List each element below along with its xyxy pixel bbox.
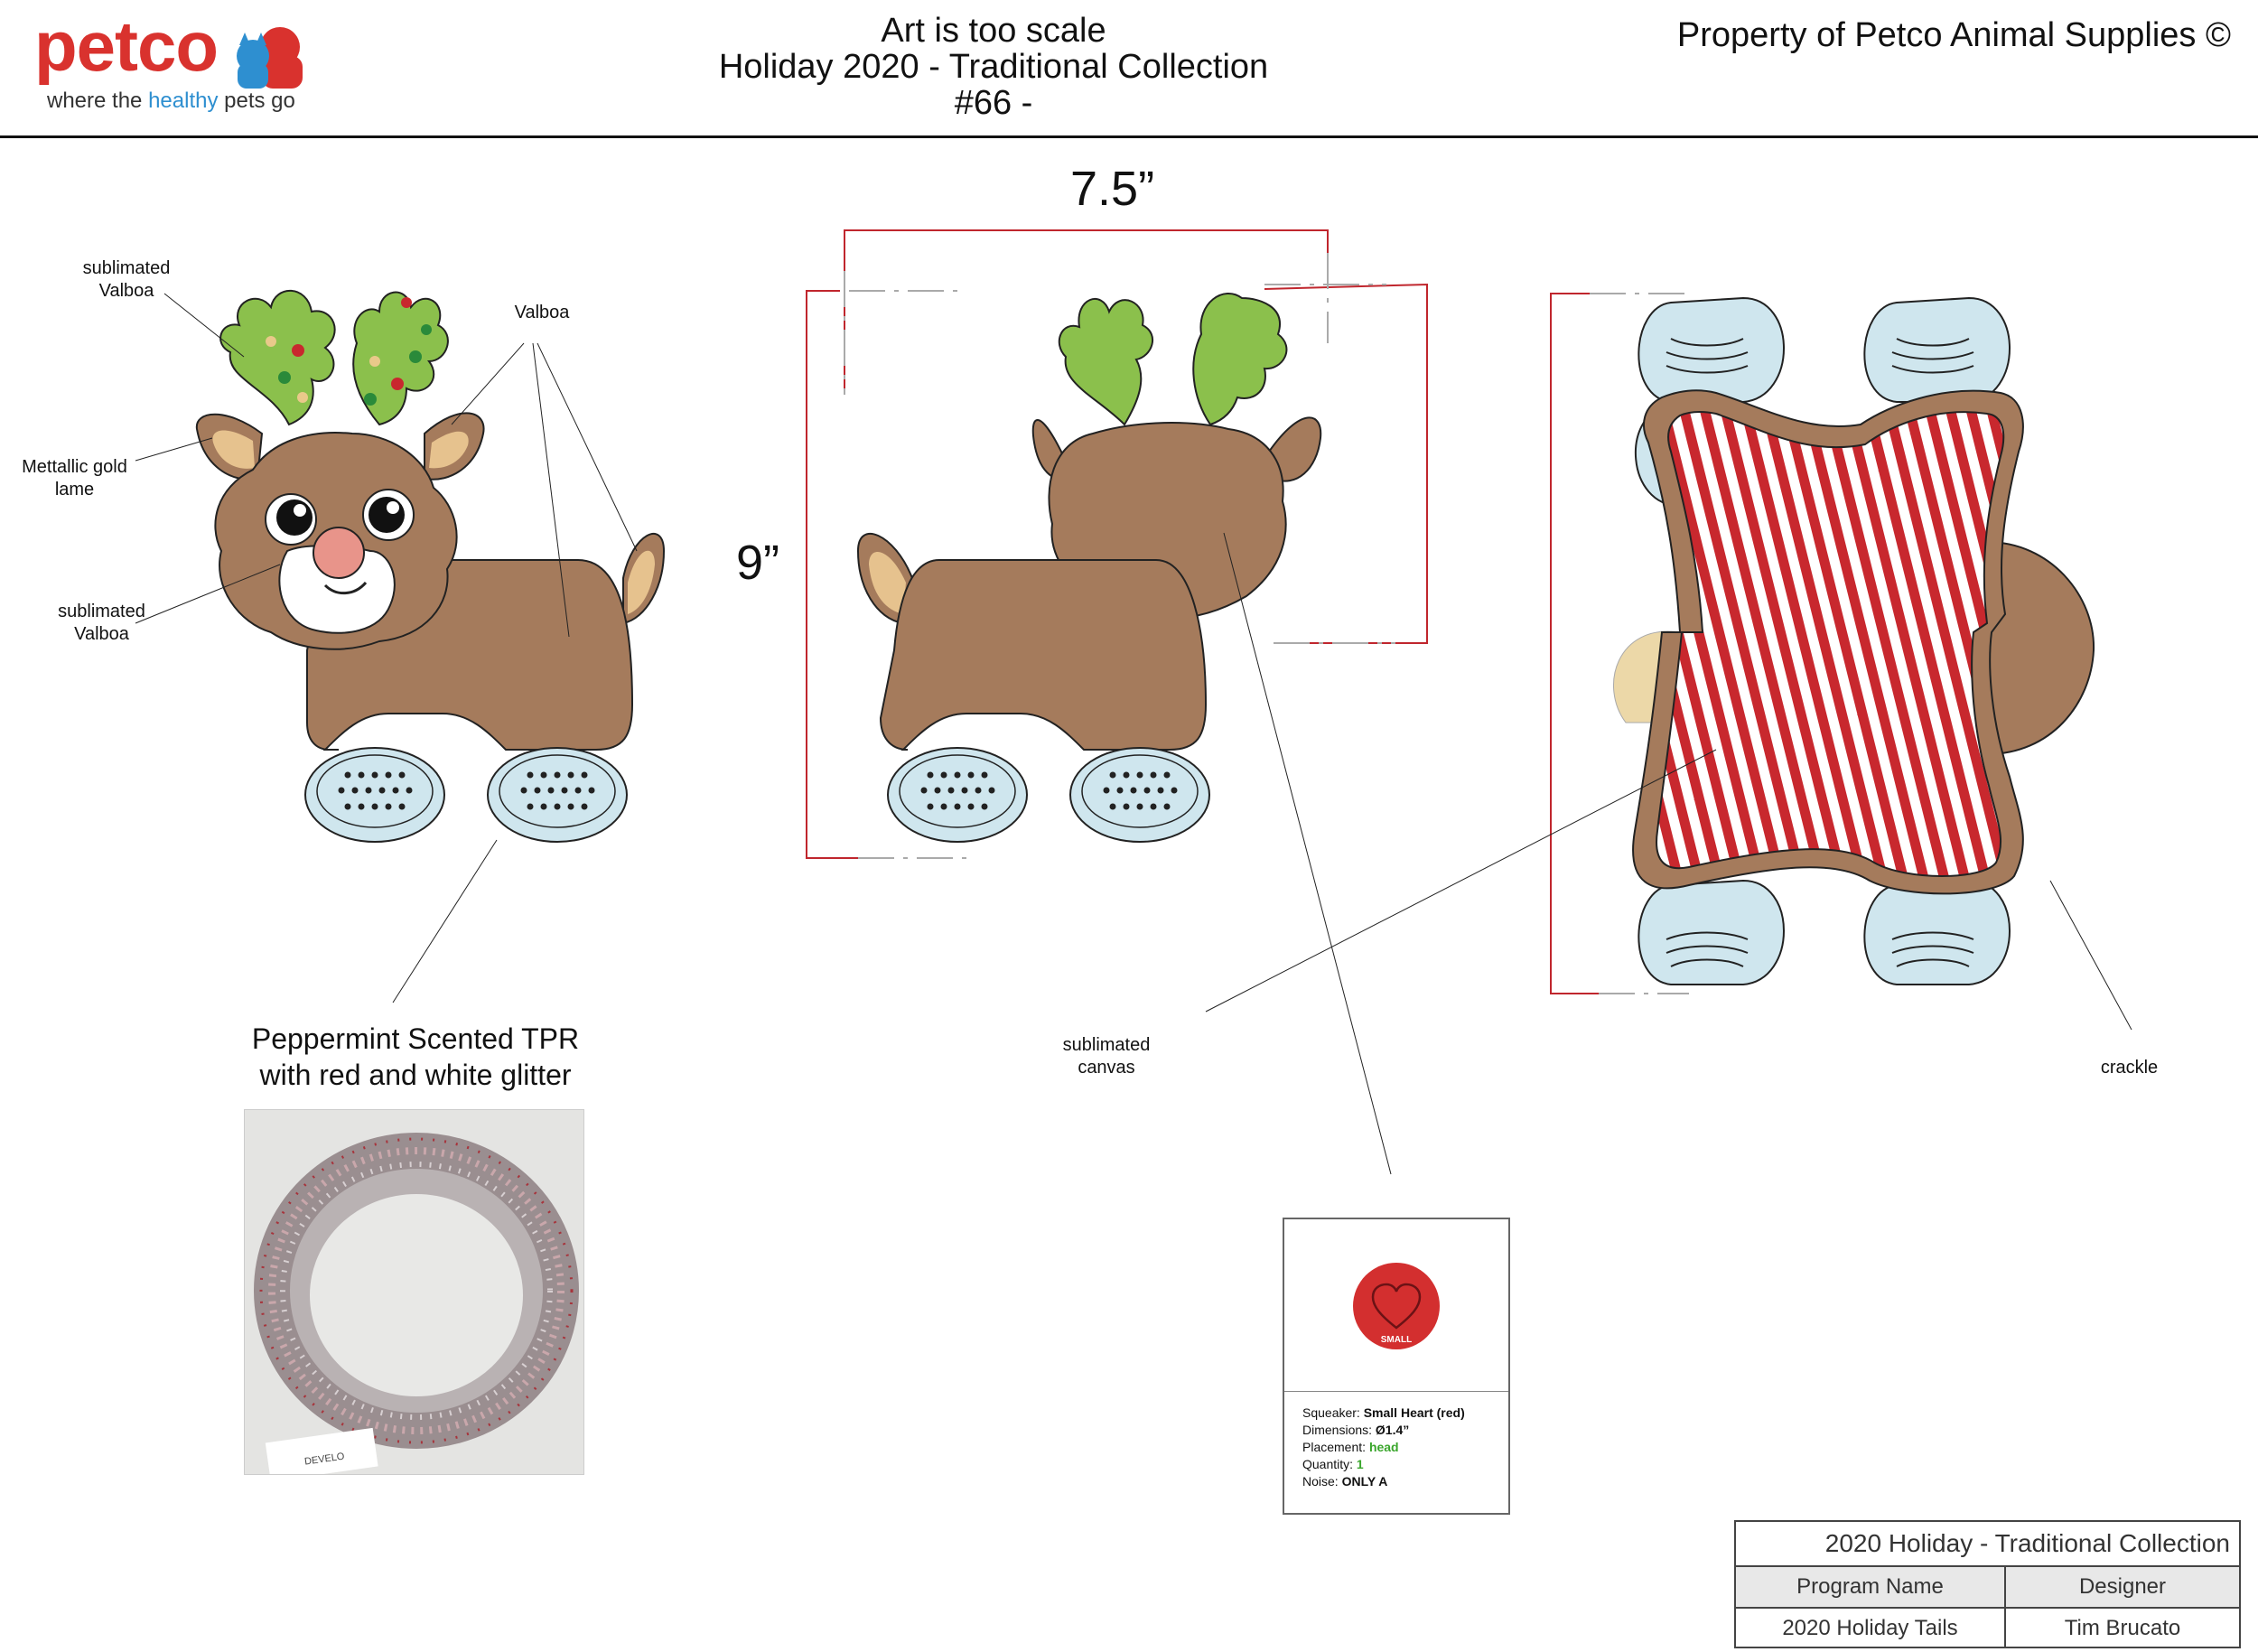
- callout-line: canvas: [1078, 1058, 1135, 1078]
- spec-noise: Noise: ONLY A: [1302, 1473, 1508, 1490]
- spec-placement: Placement: head: [1302, 1439, 1508, 1456]
- callout-crackle: crackle: [2100, 1058, 2159, 1078]
- tpr-line1: Peppermint Scented TPR: [251, 1022, 580, 1055]
- spec-value: Small Heart (red): [1363, 1405, 1465, 1420]
- petco-pets-logo-icon: [237, 27, 303, 89]
- spec-label: Dimensions:: [1302, 1423, 1373, 1437]
- front-view-reindeer: [195, 289, 666, 843]
- program-name-value: 2020 Holiday Tails: [1782, 1616, 1958, 1640]
- spec-label: Noise:: [1302, 1474, 1339, 1489]
- spec-label: Quantity:: [1302, 1457, 1354, 1471]
- callout-line: Valboa: [98, 281, 154, 301]
- front-right-paw: [487, 747, 628, 843]
- back-view-reindeer: [856, 293, 1322, 843]
- front-left-paw: [304, 747, 445, 843]
- callout-line: Mettallic gold: [22, 457, 127, 477]
- heart-icon: SMALL: [1371, 1283, 1422, 1345]
- spec-value: ONLY A: [1341, 1474, 1388, 1489]
- header-title: Art is too scale Holiday 2020 - Traditio…: [632, 13, 1355, 121]
- dimension-brackets: [806, 229, 1689, 994]
- tagline-pre: where the: [47, 89, 143, 113]
- front-callout-lines: [135, 293, 638, 1003]
- callout-metallic-gold-lame: Mettallic gold lame: [9, 456, 140, 501]
- squeaker-spec-card: SMALL Squeaker: Small Heart (red) Dimens…: [1283, 1218, 1510, 1515]
- petco-tagline: where the healthy pets go: [47, 89, 295, 114]
- petco-logo-wordmark: petco: [34, 6, 219, 86]
- title-block-header-row: Program Name Designer: [1736, 1565, 2239, 1607]
- callout-sublimated-valboa-antler: sublimated Valboa: [54, 257, 199, 303]
- callout-line: Valboa: [74, 624, 129, 644]
- glitter-ring-image: DEVELO: [245, 1110, 583, 1482]
- callout-line: sublimated: [82, 258, 171, 278]
- spec-value: head: [1368, 1440, 1399, 1454]
- header-divider: [0, 135, 2258, 138]
- title-block-collection: 2020 Holiday - Traditional Collection: [1824, 1529, 2230, 1557]
- tpr-line2: with red and white glitter: [259, 1059, 572, 1091]
- spec-value: Ø1.4”: [1375, 1423, 1410, 1437]
- tagline-post: pets go: [224, 89, 295, 113]
- header-title-line2: Holiday 2020 - Traditional Collection: [718, 48, 1269, 86]
- callout-sublimated-canvas: sublimated canvas: [1039, 1034, 1174, 1079]
- title-block: 2020 Holiday - Traditional Collection Pr…: [1734, 1520, 2241, 1648]
- width-dimension-label: 7.5”: [1070, 162, 1155, 216]
- flat-view-pattern: [1613, 296, 2095, 985]
- squeaker-badge-text: SMALL: [1381, 1335, 1412, 1345]
- back-callout-line: [1223, 532, 1392, 1175]
- spec-dimensions: Dimensions: Ø1.4”: [1302, 1422, 1508, 1439]
- squeaker-illustration: SMALL: [1284, 1219, 1508, 1392]
- program-name-header: Program Name: [1796, 1574, 1944, 1599]
- spec-label: Placement:: [1302, 1440, 1367, 1454]
- designer-header: Designer: [2004, 1567, 2239, 1607]
- designer-value: Tim Brucato: [2004, 1609, 2239, 1648]
- header-title-line3: #66 -: [954, 84, 1033, 122]
- callout-line: sublimated: [58, 602, 145, 621]
- spec-value: 1: [1356, 1457, 1364, 1471]
- spec-label: Squeaker:: [1302, 1405, 1360, 1420]
- callout-line: sublimated: [1062, 1035, 1151, 1055]
- title-block-value-row: 2020 Holiday Tails Tim Brucato: [1736, 1607, 2239, 1648]
- flat-striped-panel: [1656, 410, 2005, 877]
- height-dimension-label: 9”: [736, 536, 780, 590]
- callout-sublimated-valboa-face: sublimated Valboa: [36, 601, 167, 646]
- canvas-callout-line: [1205, 749, 1717, 1013]
- property-notice: Property of Petco Animal Supplies ©: [1676, 16, 2231, 54]
- spec-squeaker: Squeaker: Small Heart (red): [1302, 1405, 1508, 1422]
- tpr-sample-photo: DEVELO: [244, 1109, 584, 1482]
- callout-line: lame: [54, 480, 95, 499]
- tagline-healthy: healthy: [148, 89, 219, 113]
- front-left-antler: [219, 289, 336, 426]
- squeaker-spec-lines: Squeaker: Small Heart (red) Dimensions: …: [1284, 1392, 1508, 1490]
- spec-quantity: Quantity: 1: [1302, 1456, 1508, 1473]
- squeaker-heart-badge: SMALL: [1353, 1263, 1440, 1349]
- tpr-description: Peppermint Scented TPR with red and whit…: [226, 1021, 605, 1093]
- front-nose: [313, 527, 365, 579]
- header-title-line1: Art is too scale: [881, 12, 1106, 50]
- callout-valboa: Valboa: [514, 303, 570, 322]
- crackle-callout-line: [2049, 880, 2132, 1031]
